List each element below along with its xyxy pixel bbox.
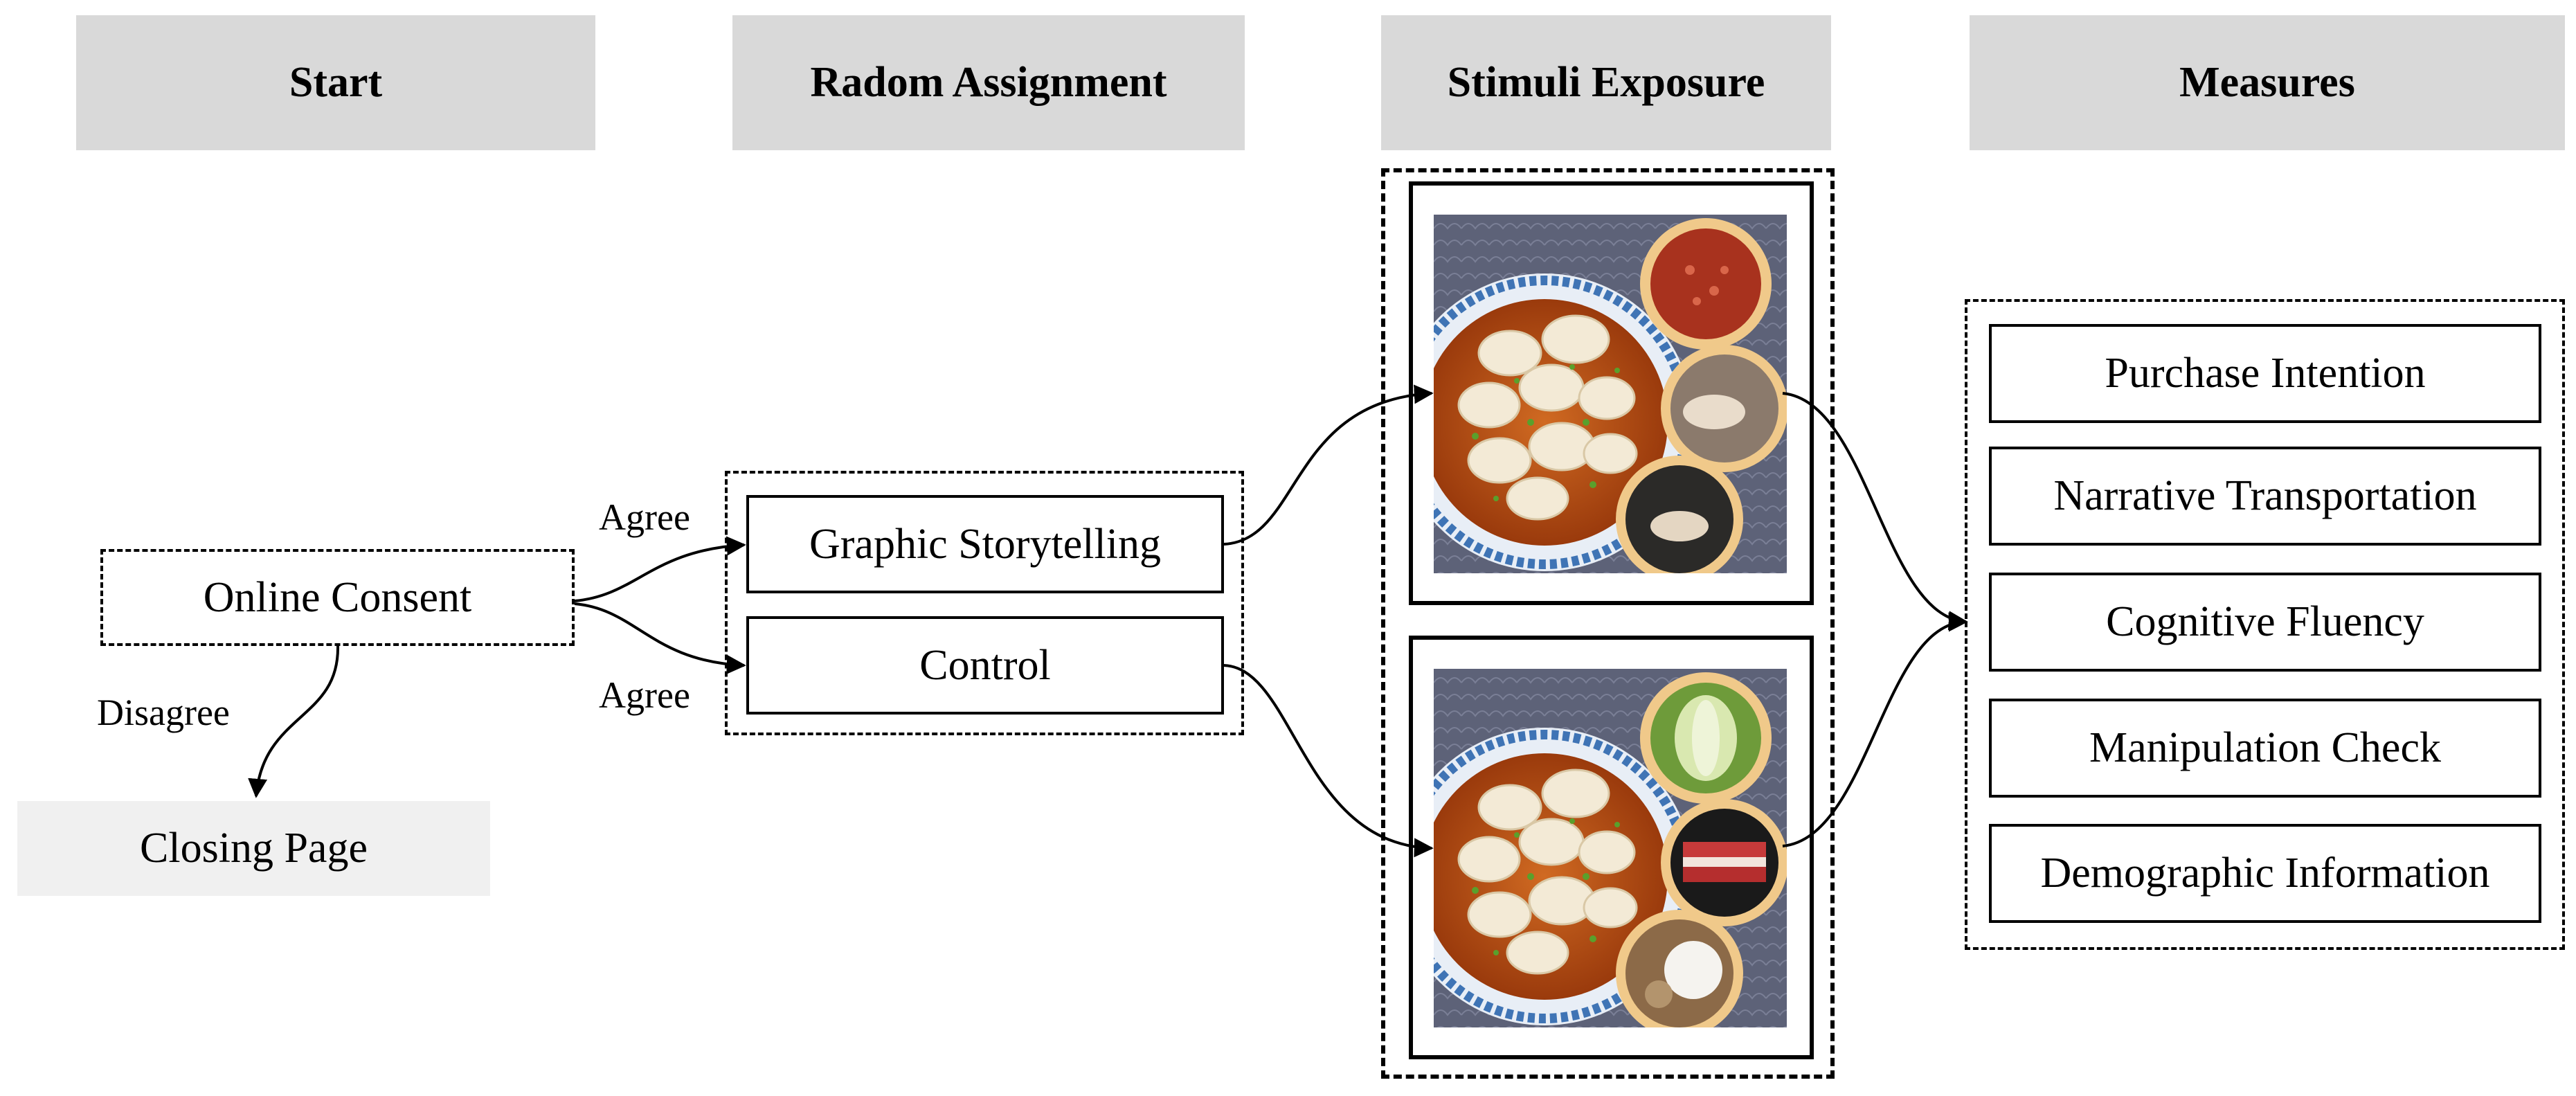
header-start-label: Start — [289, 59, 383, 106]
header-stimuli-label: Stimuli Exposure — [1447, 59, 1765, 106]
stimulus-image-graphic — [1434, 215, 1787, 573]
edge-label-disagree: Disagree — [97, 692, 230, 733]
stimuli-group — [1381, 168, 1835, 1079]
edge-label-agree-top: Agree — [599, 496, 690, 538]
edge-stimulus-bottom-to-measures — [1782, 612, 1968, 847]
header-start: Start — [76, 15, 595, 150]
measure-label: Narrative Transportation — [2053, 472, 2477, 519]
stimulus-frame-graphic — [1409, 181, 1814, 605]
measure-label: Demographic Information — [2040, 850, 2490, 897]
measure-item: Demographic Information — [1989, 824, 2541, 923]
assignment-group — [725, 471, 1244, 735]
edge-stimulus-top-to-measures — [1782, 392, 1968, 631]
measure-item: Cognitive Fluency — [1989, 573, 2541, 672]
measure-item: Purchase Intention — [1989, 324, 2541, 423]
closing-page-node: Closing Page — [17, 801, 490, 896]
graphic-storytelling-node: Graphic Storytelling — [746, 495, 1224, 593]
header-measures-label: Measures — [2179, 59, 2355, 106]
measure-label: Purchase Intention — [2105, 350, 2426, 397]
measure-label: Manipulation Check — [2089, 724, 2441, 771]
header-measures: Measures — [1970, 15, 2565, 150]
control-label: Control — [919, 641, 1051, 689]
edge-consent-to-graphic — [574, 536, 746, 602]
edge-graphic-to-stimulus — [1223, 384, 1434, 546]
edge-label-agree-bottom: Agree — [599, 674, 690, 716]
edge-consent-to-closing — [248, 645, 340, 798]
closing-page-label: Closing Page — [140, 825, 368, 872]
online-consent-node: Online Consent — [100, 549, 575, 646]
stimulus-frame-control — [1409, 636, 1814, 1059]
online-consent-label: Online Consent — [203, 573, 472, 621]
header-assignment-label: Radom Assignment — [810, 59, 1167, 106]
edge-consent-to-control — [574, 602, 746, 674]
header-stimuli-exposure: Stimuli Exposure — [1381, 15, 1831, 150]
graphic-storytelling-label: Graphic Storytelling — [809, 520, 1161, 568]
measure-item: Narrative Transportation — [1989, 447, 2541, 546]
edge-control-to-stimulus — [1223, 664, 1434, 858]
measure-item: Manipulation Check — [1989, 699, 2541, 798]
measure-label: Cognitive Fluency — [2106, 598, 2424, 645]
header-random-assignment: Radom Assignment — [732, 15, 1245, 150]
control-node: Control — [746, 616, 1224, 715]
stimulus-image-control — [1434, 669, 1787, 1027]
